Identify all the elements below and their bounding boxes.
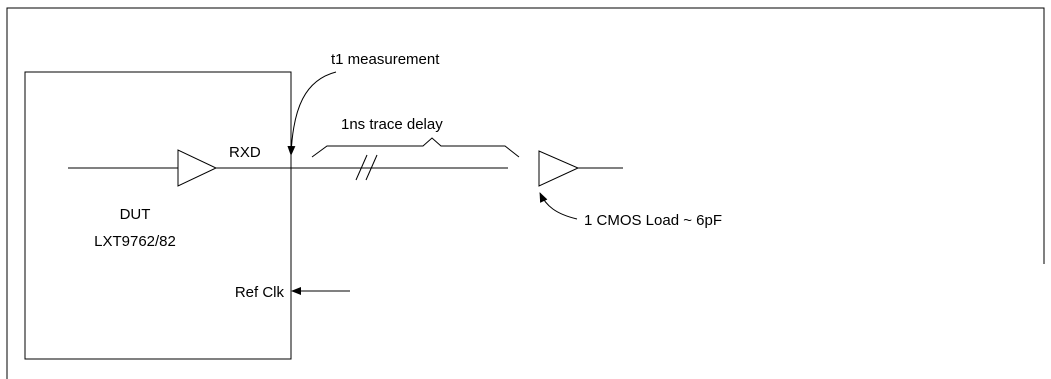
load-buffer-symbol bbox=[538, 150, 580, 187]
trace-break-mark-2 bbox=[365, 154, 378, 181]
ref-clk-label: Ref Clk bbox=[235, 284, 285, 301]
trace-delay-label: 1ns trace delay bbox=[341, 116, 443, 133]
dut-part-label: LXT9762/82 bbox=[94, 233, 176, 250]
rxd-label: RXD bbox=[229, 144, 261, 161]
trace-break-mark-1 bbox=[355, 154, 368, 181]
load-label: 1 CMOS Load ~ 6pF bbox=[584, 212, 722, 229]
t1-measurement-arrow bbox=[287, 71, 337, 156]
t1-measurement-label: t1 measurement bbox=[331, 51, 440, 68]
dut-name-label: DUT bbox=[120, 206, 151, 223]
dut-block bbox=[24, 71, 292, 360]
figure-frame bbox=[6, 7, 1045, 379]
internal-buffer-symbol bbox=[177, 149, 218, 187]
load-pointer-arrow bbox=[539, 192, 578, 220]
trace-delay-brace bbox=[311, 137, 520, 158]
